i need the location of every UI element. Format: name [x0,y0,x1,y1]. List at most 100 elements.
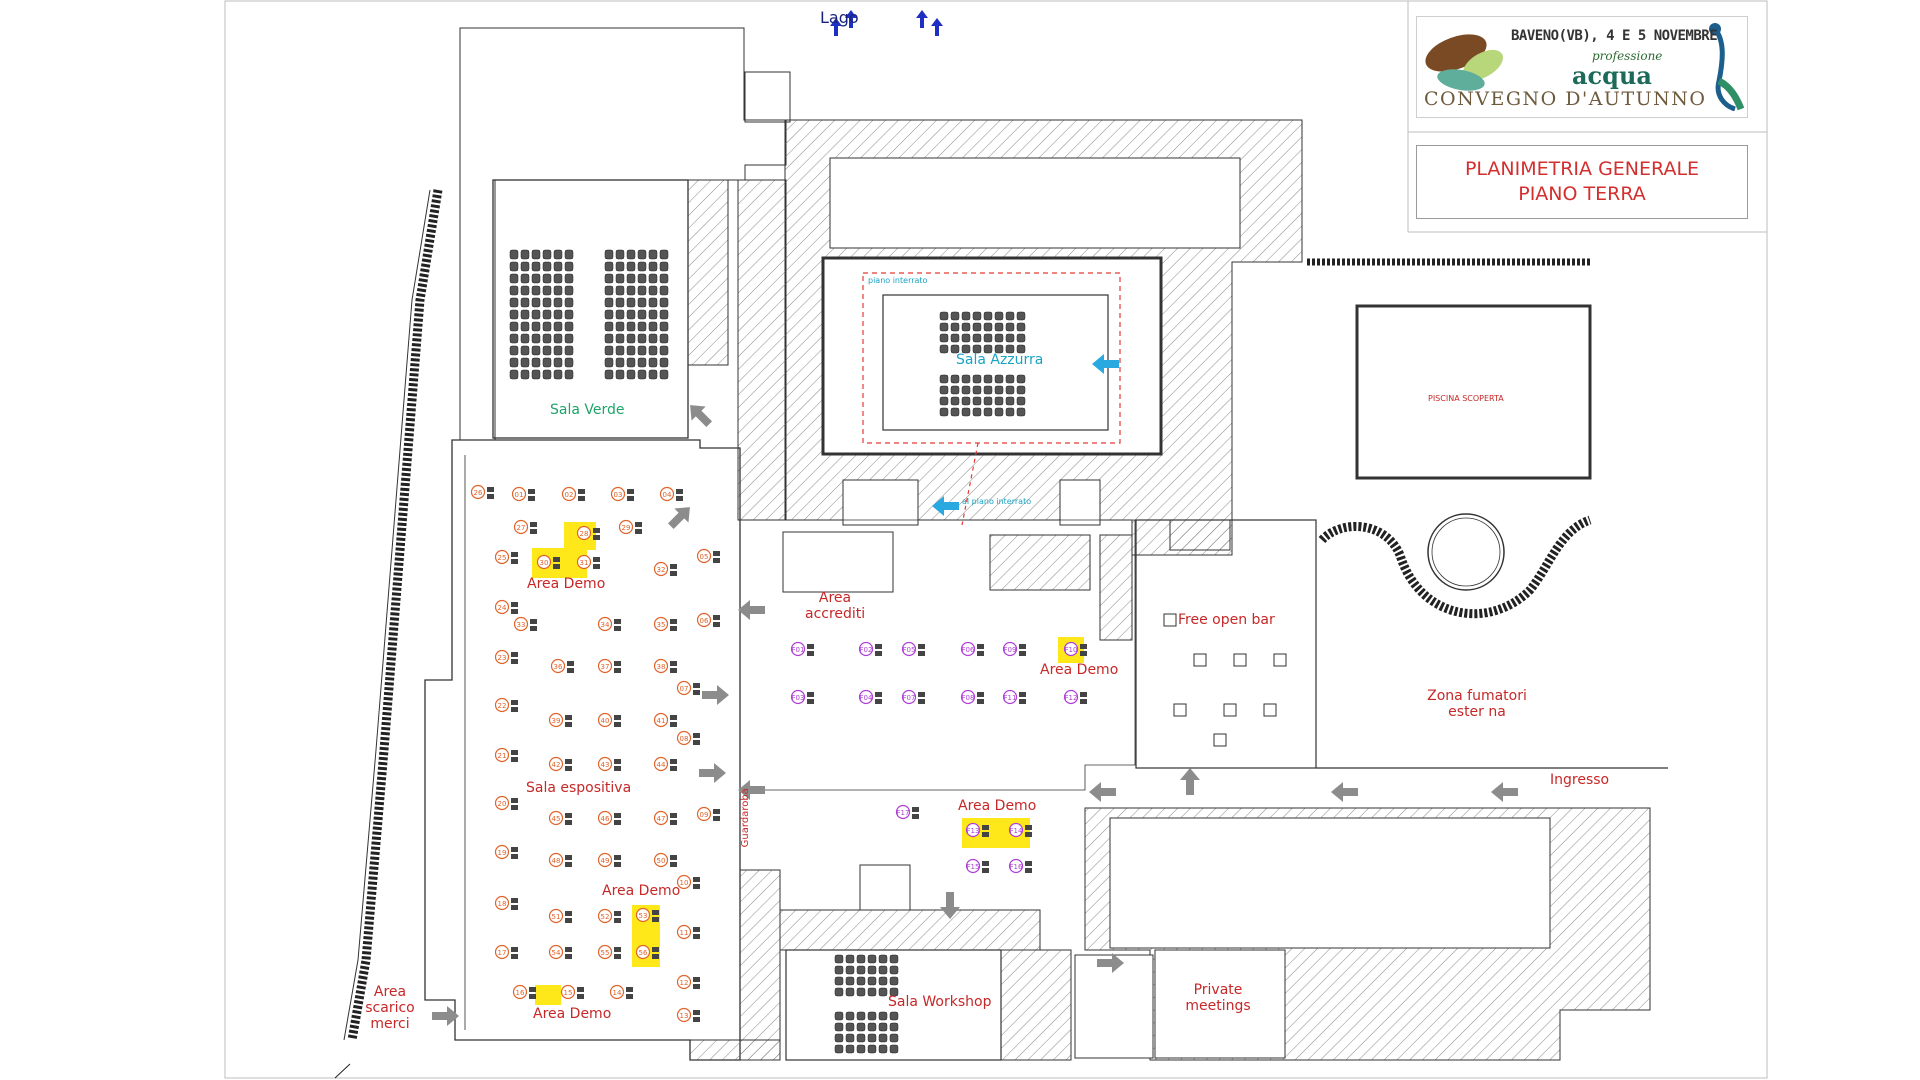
label-al-piano-interrato: al piano interrato [962,497,1032,506]
workshop-hatch-top [779,909,1041,951]
booth-15: 15 [560,984,584,1000]
booth-31: 31 [576,554,600,570]
logo-subtitle: professione [1592,49,1663,63]
direction-arrow [690,405,713,428]
svg-text:02: 02 [565,491,574,499]
peacock-icon [1709,23,1745,111]
booth-25: 25 [494,549,518,565]
svg-text:F06: F06 [962,646,975,654]
label-sala-workshop: Sala Workshop [888,994,992,1010]
lake-label: Lago [820,8,859,27]
piano-interrato-outline [862,272,1121,444]
booth-02: 02 [561,486,585,502]
booth-04: 04 [659,486,683,502]
svg-text:22: 22 [498,702,507,710]
sala-verde-wall-hatch [687,179,729,366]
svg-text:39: 39 [552,717,561,725]
svg-text:25: 25 [498,554,507,562]
bar-tables [1163,613,1287,747]
booth-44: 44 [653,756,677,772]
fountain [1427,513,1505,591]
logo-brand: acqua [1572,61,1652,90]
direction-arrow [702,685,729,705]
direction-arrow [1491,782,1518,802]
booth-39: 39 [548,712,572,728]
svg-text:51: 51 [552,913,561,921]
booth-12: 12 [676,974,700,990]
svg-text:F17: F17 [897,809,910,817]
booth-19: 19 [494,844,518,860]
foyer-booth-F16: F16 [1008,858,1032,874]
svg-text:F04: F04 [860,694,873,702]
booth-54: 54 [548,944,572,960]
foyer-booth-F05: F05 [901,641,925,657]
svg-text:03: 03 [614,491,623,499]
booth-30: 30 [536,554,560,570]
foyer-booth-F17: F17 [895,804,919,820]
hatched-small-center [989,534,1091,591]
direction-arrow [940,892,960,919]
booth-09: 09 [696,806,720,822]
svg-text:F08: F08 [962,694,975,702]
hatched-column-right [1099,534,1133,641]
svg-text:27: 27 [517,524,526,532]
guardaroba-hatch [739,869,781,1061]
svg-text:10: 10 [680,879,689,887]
svg-text:41: 41 [657,717,666,725]
svg-text:29: 29 [622,524,631,532]
booth-45: 45 [548,810,572,826]
booth-29: 29 [618,519,642,535]
booth-18: 18 [494,895,518,911]
booth-26: 26 [470,484,494,500]
booth-17: 17 [494,944,518,960]
label-piano-interrato: piano interrato [868,276,928,285]
logo-event-name: CONVEGNO D'AUTUNNO [1424,88,1707,110]
foyer-booth-F02: F02 [858,641,882,657]
foyer-booth-F12: F12 [1063,689,1087,705]
booth-42: 42 [548,756,572,772]
label-area-demo: Area Demo [533,1006,612,1022]
svg-text:37: 37 [601,663,610,671]
booth-50: 50 [653,852,677,868]
svg-text:52: 52 [601,913,610,921]
svg-text:F11: F11 [1004,694,1017,702]
svg-text:53: 53 [639,912,648,920]
label-sala-azzurra: Sala Azzurra [956,352,1044,368]
svg-text:F14: F14 [1010,827,1023,835]
seating-layer [509,249,1287,1054]
direction-arrow [699,763,726,783]
foyer-booth-F09: F09 [1002,641,1026,657]
foyer-booth-F07: F07 [901,689,925,705]
sala-verde-seats-right [604,249,669,380]
direction-arrow [1180,768,1200,795]
label-free-open-bar: Free open bar [1178,612,1275,628]
svg-text:14: 14 [613,989,622,997]
workshop-seats-top [834,954,899,997]
stair-block-right [1059,479,1101,526]
sala-azzurra-seats-bottom [939,374,1026,417]
label-zona-fumatori: Zona fumatori ester na [1427,688,1527,721]
direction-arrow [1097,953,1124,973]
svg-text:23: 23 [498,654,507,662]
pool-outline [1355,304,1592,480]
courtyard-top-lane [829,157,1241,249]
label-area-demo: Area Demo [602,883,681,899]
booth-36: 36 [550,658,574,674]
svg-text:F10: F10 [1065,646,1078,654]
booth-22: 22 [494,697,518,713]
svg-text:05: 05 [700,553,709,561]
label-area-demo: Area Demo [1040,662,1119,678]
booth-16: 16 [512,984,536,1000]
svg-text:12: 12 [680,979,689,987]
svg-text:F16: F16 [1010,863,1023,871]
bar-counter-hatch [1169,519,1231,551]
plan-title-line1: PLANIMETRIA GENERALE [1464,158,1700,181]
event-logo [1416,16,1748,118]
svg-text:F03: F03 [792,694,805,702]
label-area-demo: Area Demo [958,798,1037,814]
svg-text:28: 28 [580,530,589,538]
booth-06: 06 [696,612,720,628]
foyer-booth-F03: F03 [790,689,814,705]
foyer-booth-F08: F08 [960,689,984,705]
